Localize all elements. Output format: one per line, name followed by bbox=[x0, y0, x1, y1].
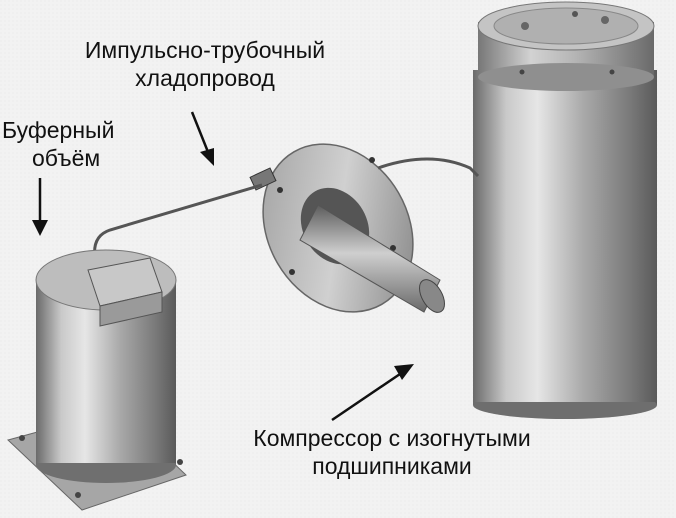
arrow-to-buffer bbox=[32, 178, 48, 236]
compressor-label-line1: Компрессор с изогнутыми bbox=[253, 425, 531, 451]
annotation-arrows bbox=[32, 111, 414, 422]
buffer-volume-label-line1: Буферный bbox=[2, 117, 115, 143]
pulse-tube-flange bbox=[249, 143, 445, 313]
buffer-volume-label-line2: объём bbox=[32, 145, 101, 171]
arrow-to-compressor bbox=[331, 364, 414, 422]
pulse-tube-label: Импульсно-трубочный хладопровод bbox=[55, 36, 355, 92]
buffer-volume-cylinder bbox=[7, 249, 187, 511]
buffer-volume-label: Буферный объём bbox=[2, 116, 142, 172]
arrow-to-pulse-tube bbox=[190, 111, 214, 166]
pulse-tube-label-line2: хладопровод bbox=[135, 65, 275, 91]
compressor-label-line2: подшипниками bbox=[312, 453, 472, 479]
compressor-label: Компрессор с изогнутыми подшипниками bbox=[212, 424, 572, 480]
pulse-tube-label-line1: Импульсно-трубочный bbox=[84, 37, 326, 63]
compressor-cylinder bbox=[473, 1, 657, 419]
